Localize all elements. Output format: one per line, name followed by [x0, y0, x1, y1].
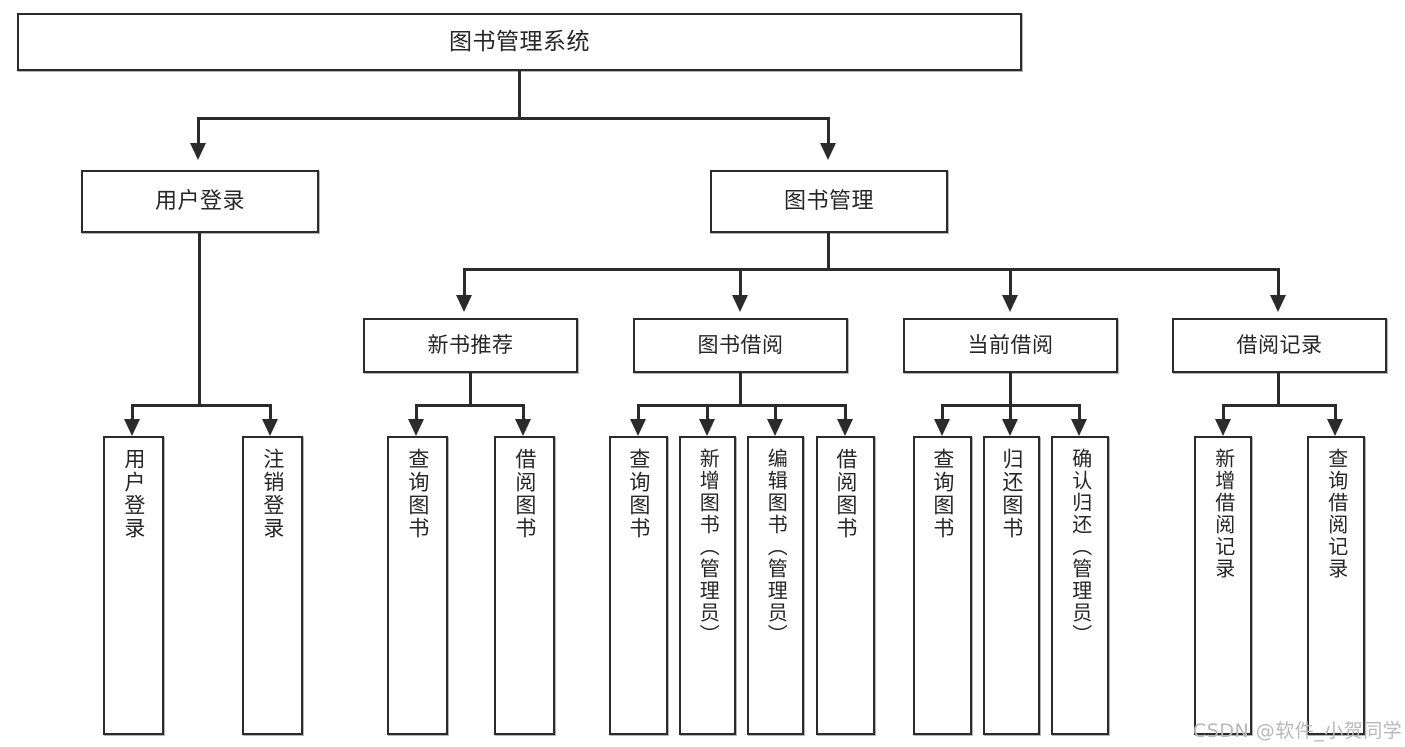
connector-new-book-rec-bar: [415, 404, 525, 407]
connector-current-borrow-drop-3: [1078, 404, 1081, 420]
arrowhead-leaf-user-login: [124, 419, 140, 436]
node-label: 查询图书: [930, 448, 955, 540]
connector-root-stem: [518, 71, 521, 118]
connector-to-borrow-record: [1277, 268, 1280, 296]
connector-book-borrow-drop-4: [844, 404, 847, 420]
connector-book-borrow-bar: [637, 404, 847, 407]
arrowhead-leaf-cur-confirm: [1071, 419, 1087, 436]
node-label: 图书管理: [783, 188, 874, 214]
arrowhead-book-manage: [820, 143, 836, 160]
connector-user-login-stem: [198, 233, 201, 405]
connector-current-borrow-stem: [1009, 373, 1012, 405]
arrowhead-book-borrow: [732, 295, 748, 312]
node-label: 查询图书: [405, 448, 430, 540]
node-book-manage[interactable]: 图书管理: [710, 170, 948, 233]
arrowhead-leaf-borrow-query: [630, 419, 646, 436]
connector-current-borrow-drop-1: [941, 404, 944, 420]
node-label: 图书借阅: [697, 333, 784, 358]
node-label: 新书推荐: [427, 333, 514, 358]
node-leaf-borrow-borrow[interactable]: 借阅图书: [816, 436, 875, 735]
node-new-book-rec[interactable]: 新书推荐: [363, 318, 578, 373]
node-current-borrow[interactable]: 当前借阅: [903, 318, 1118, 373]
node-label: 确认归还（管理员）: [1068, 448, 1093, 646]
connector-book-borrow-drop-2: [706, 404, 709, 420]
node-leaf-borrow-edit[interactable]: 编辑图书（管理员）: [747, 436, 804, 735]
connector-book-borrow-drop-3: [774, 404, 777, 420]
arrowhead-leaf-cur-query: [934, 419, 950, 436]
node-leaf-rec-query[interactable]: 查询图书: [387, 436, 448, 735]
connector-user-login-drop-2: [269, 404, 272, 420]
connector-new-book-rec-drop-1: [415, 404, 418, 420]
connector-borrow-record-bar: [1222, 404, 1337, 407]
node-label: 编辑图书（管理员）: [764, 448, 789, 646]
node-root-system[interactable]: 图书管理系统: [17, 13, 1022, 71]
node-leaf-cur-return[interactable]: 归还图书: [983, 436, 1040, 735]
arrowhead-leaf-rec-add: [1215, 419, 1231, 436]
arrowhead-leaf-borrow-edit: [767, 419, 783, 436]
connector-book-manage-stem: [827, 233, 830, 269]
node-label: 查询图书: [626, 448, 651, 540]
node-leaf-cur-confirm[interactable]: 确认归还（管理员）: [1051, 436, 1109, 735]
node-label: 用户登录: [154, 188, 245, 214]
connector-user-login-bar: [131, 404, 269, 407]
node-label: 归还图书: [999, 448, 1024, 540]
node-label: 借阅记录: [1236, 333, 1323, 358]
node-leaf-borrow-query[interactable]: 查询图书: [609, 436, 668, 735]
connector-current-borrow-drop-2: [1009, 404, 1012, 420]
node-leaf-user-login[interactable]: 用户登录: [103, 436, 164, 735]
arrowhead-borrow-record: [1270, 295, 1286, 312]
node-label: 当前借阅: [967, 333, 1054, 358]
connector-root-bar: [197, 117, 830, 120]
node-label: 新增借阅记录: [1211, 448, 1236, 580]
connector-new-book-rec-stem: [469, 373, 472, 405]
connector-user-login-drop-1: [131, 404, 134, 420]
node-leaf-rec-borrow[interactable]: 借阅图书: [494, 436, 555, 735]
connector-borrow-record-stem: [1277, 373, 1280, 405]
connector-new-book-rec-drop-2: [522, 404, 525, 420]
arrowhead-user-login: [190, 143, 206, 160]
node-user-login[interactable]: 用户登录: [81, 170, 319, 233]
node-leaf-borrow-add[interactable]: 新增图书（管理员）: [679, 436, 736, 735]
node-leaf-cur-query[interactable]: 查询图书: [913, 436, 972, 735]
node-label: 注销登录: [260, 448, 285, 540]
connector-to-current-borrow: [1009, 268, 1012, 296]
node-leaf-rec-search[interactable]: 查询借阅记录: [1307, 436, 1365, 735]
arrowhead-leaf-borrow-add: [699, 419, 715, 436]
node-label: 用户登录: [121, 448, 146, 540]
arrowhead-current-borrow: [1002, 295, 1018, 312]
node-label: 图书管理系统: [449, 28, 590, 55]
connector-borrow-record-drop-2: [1334, 404, 1337, 420]
connector-book-borrow-stem: [739, 373, 742, 405]
arrowhead-leaf-user-logout: [262, 419, 278, 436]
connector-root-to-book-manage: [827, 117, 830, 144]
connector-to-new-book-rec: [463, 268, 466, 296]
node-label: 查询借阅记录: [1324, 448, 1349, 580]
node-label: 新增图书（管理员）: [696, 448, 721, 646]
arrowhead-leaf-borrow-borrow: [837, 419, 853, 436]
node-book-borrow[interactable]: 图书借阅: [633, 318, 848, 373]
node-label: 借阅图书: [512, 448, 537, 540]
node-borrow-record[interactable]: 借阅记录: [1172, 318, 1387, 373]
connector-to-book-borrow: [739, 268, 742, 296]
arrowhead-new-book-rec: [456, 295, 472, 312]
connector-book-manage-bar: [463, 268, 1279, 271]
connector-borrow-record-drop-1: [1222, 404, 1225, 420]
arrowhead-leaf-cur-return: [1002, 419, 1018, 436]
arrowhead-leaf-rec-borrow: [515, 419, 531, 436]
node-leaf-user-logout[interactable]: 注销登录: [242, 436, 303, 735]
arrowhead-leaf-rec-search: [1327, 419, 1343, 436]
connector-book-borrow-drop-1: [637, 404, 640, 420]
connector-root-to-user-login: [197, 117, 200, 144]
node-leaf-rec-add[interactable]: 新增借阅记录: [1194, 436, 1252, 735]
node-label: 借阅图书: [833, 448, 858, 540]
arrowhead-leaf-rec-query: [408, 419, 424, 436]
